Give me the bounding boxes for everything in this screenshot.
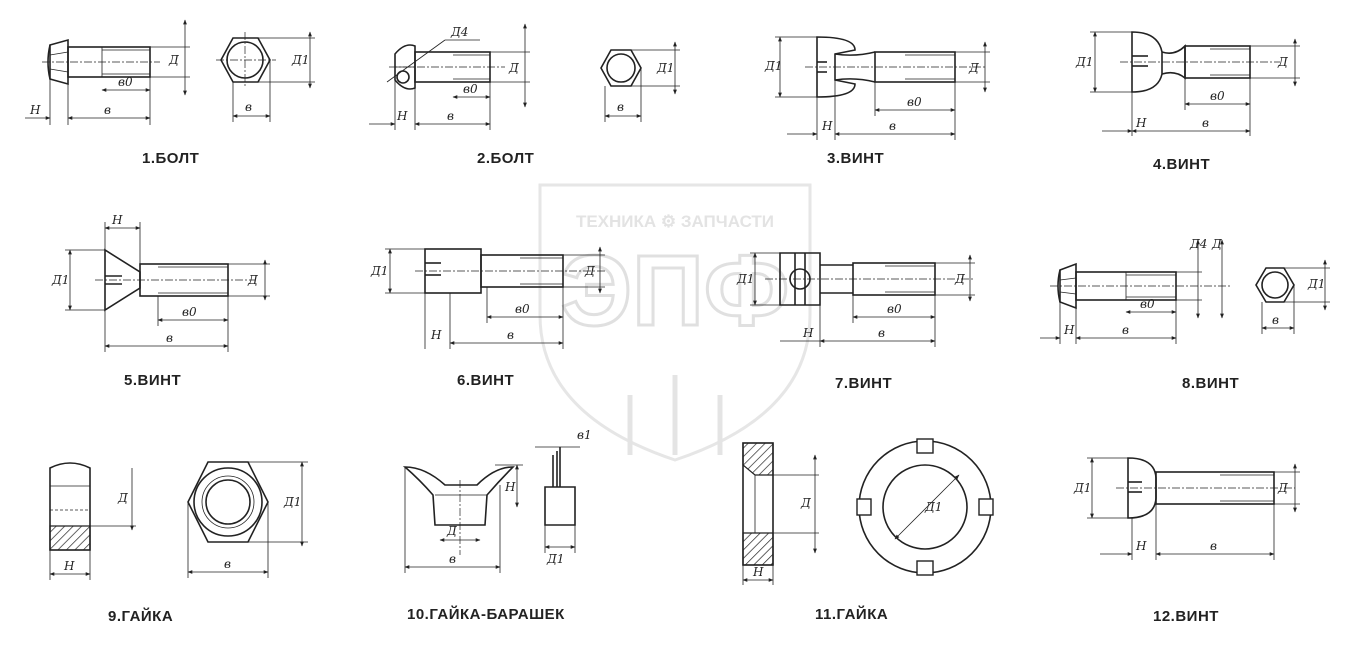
svg-text:Д: Д bbox=[954, 272, 965, 286]
svg-text:Д1: Д1 bbox=[1307, 277, 1325, 291]
svg-text:в: в bbox=[1272, 313, 1279, 327]
svg-text:в0: в0 bbox=[1140, 297, 1155, 311]
svg-text:в: в bbox=[224, 557, 231, 571]
svg-text:в0: в0 bbox=[463, 82, 478, 96]
svg-text:Н: Н bbox=[1135, 539, 1147, 553]
svg-text:Д1: Д1 bbox=[656, 61, 674, 75]
svg-text:Д1: Д1 bbox=[736, 272, 754, 286]
svg-text:Н: Н bbox=[430, 328, 442, 342]
caption-11: 11.ГАЙКА bbox=[815, 606, 889, 623]
svg-text:в: в bbox=[617, 100, 624, 114]
svg-text:Д1: Д1 bbox=[764, 59, 782, 73]
caption-6: 6.ВИНТ bbox=[457, 372, 515, 389]
drawing-bolt-1: Д в0 в Н Д1 в 1.БОЛТ bbox=[20, 10, 340, 180]
svg-text:в: в bbox=[449, 552, 456, 566]
svg-text:Д1: Д1 bbox=[283, 495, 301, 509]
svg-text:Д: Д bbox=[968, 61, 979, 75]
caption-2: 2.БОЛТ bbox=[477, 150, 535, 167]
svg-text:в: в bbox=[1202, 116, 1209, 130]
svg-text:Н: Н bbox=[1135, 116, 1147, 130]
svg-text:Д: Д bbox=[1277, 481, 1288, 495]
svg-text:Н: Н bbox=[1063, 323, 1075, 337]
drawing-screw-3: Д1 Д в0 в Н 3.ВИНТ bbox=[764, 12, 1005, 182]
watermark: ТЕХНИКА ⚙ ЗАПЧАСТИ ЭПФ bbox=[535, 165, 815, 470]
drawing-nut-9: Д Н Д1 в 9.ГАЙКА bbox=[30, 450, 340, 630]
drawing-screw-6: Д1 Д в0 в Н 6.ВИНТ bbox=[365, 235, 625, 405]
svg-text:Д: Д bbox=[1277, 55, 1288, 69]
svg-text:Д4: Д4 bbox=[1189, 237, 1207, 251]
svg-text:Д: Д bbox=[446, 524, 457, 538]
svg-text:в: в bbox=[166, 331, 173, 345]
svg-text:Д1: Д1 bbox=[291, 53, 309, 67]
svg-text:Д: Д bbox=[584, 264, 595, 278]
drawing-screw-5: Д1 Д в0 в Н 5.ВИНТ bbox=[40, 212, 300, 389]
caption-1: 1.БОЛТ bbox=[142, 150, 200, 167]
svg-text:в0: в0 bbox=[182, 305, 197, 319]
caption-9: 9.ГАЙКА bbox=[108, 608, 174, 625]
svg-text:Д: Д bbox=[247, 273, 258, 287]
svg-text:Н: Н bbox=[396, 109, 408, 123]
drawing-screw-7: Д1 Д в0 в Н 7.ВИНТ bbox=[735, 235, 985, 405]
svg-text:Н: Н bbox=[504, 480, 516, 494]
watermark-text: ТЕХНИКА ⚙ ЗАПЧАСТИ bbox=[576, 212, 774, 231]
caption-4: 4.ВИНТ bbox=[1153, 156, 1211, 173]
svg-text:Д1: Д1 bbox=[924, 500, 942, 514]
svg-text:Н: Н bbox=[821, 119, 833, 133]
svg-text:в: в bbox=[1210, 539, 1217, 553]
svg-text:в: в bbox=[878, 326, 885, 340]
svg-text:в: в bbox=[447, 109, 454, 123]
drawing-wing-nut-10: Д в Н Д1 в1 10.ГАЙКА-БАРАШЕК bbox=[395, 425, 625, 630]
svg-text:Д: Д bbox=[168, 53, 179, 67]
caption-10: 10.ГАЙКА-БАРАШЕК bbox=[407, 606, 565, 623]
svg-text:в0: в0 bbox=[1210, 89, 1225, 103]
svg-text:Н: Н bbox=[29, 103, 41, 117]
svg-text:в: в bbox=[507, 328, 514, 342]
caption-8: 8.ВИНТ bbox=[1182, 375, 1240, 392]
svg-text:Д1: Д1 bbox=[1073, 481, 1091, 495]
svg-text:в0: в0 bbox=[887, 302, 902, 316]
svg-text:в: в bbox=[104, 103, 111, 117]
svg-text:Д1: Д1 bbox=[546, 552, 564, 566]
svg-text:Д: Д bbox=[508, 61, 519, 75]
svg-text:в0: в0 bbox=[907, 95, 922, 109]
caption-3: 3.ВИНТ bbox=[827, 150, 885, 167]
svg-text:в0: в0 bbox=[515, 302, 530, 316]
svg-text:Д: Д bbox=[117, 491, 128, 505]
caption-5: 5.ВИНТ bbox=[124, 372, 182, 389]
svg-text:Д1: Д1 bbox=[370, 264, 388, 278]
svg-text:в0: в0 bbox=[118, 75, 133, 89]
drawing-round-nut-11: Д Н Д1 11.ГАЙКА bbox=[715, 425, 995, 630]
svg-text:Н: Н bbox=[63, 559, 75, 573]
svg-text:Д1: Д1 bbox=[51, 273, 69, 287]
drawing-bolt-2: Д4 Д в0 в Н Д1 в 2.БОЛТ bbox=[365, 12, 695, 182]
svg-text:Н: Н bbox=[752, 565, 764, 579]
drawing-screw-12: Д1 Д в Н 12.ВИНТ bbox=[1070, 450, 1340, 630]
svg-text:в: в bbox=[245, 100, 252, 114]
caption-12: 12.ВИНТ bbox=[1153, 608, 1219, 625]
svg-text:Д1: Д1 bbox=[1075, 55, 1093, 69]
svg-text:Д: Д bbox=[1211, 237, 1222, 251]
svg-text:Н: Н bbox=[111, 213, 123, 227]
svg-text:Д4: Д4 bbox=[450, 25, 468, 39]
svg-text:в: в bbox=[1122, 323, 1129, 337]
svg-text:в: в bbox=[889, 119, 896, 133]
svg-text:в1: в1 bbox=[577, 428, 592, 442]
caption-7: 7.ВИНТ bbox=[835, 375, 893, 392]
svg-text:Н: Н bbox=[802, 326, 814, 340]
drawing-screw-4: Д1 Д в0 в Н 4.ВИНТ bbox=[1070, 14, 1340, 184]
svg-text:Д: Д bbox=[800, 496, 811, 510]
drawing-screw-8: Д4 Д в0 в Н Д1 в 8.ВИНТ bbox=[1040, 228, 1340, 403]
